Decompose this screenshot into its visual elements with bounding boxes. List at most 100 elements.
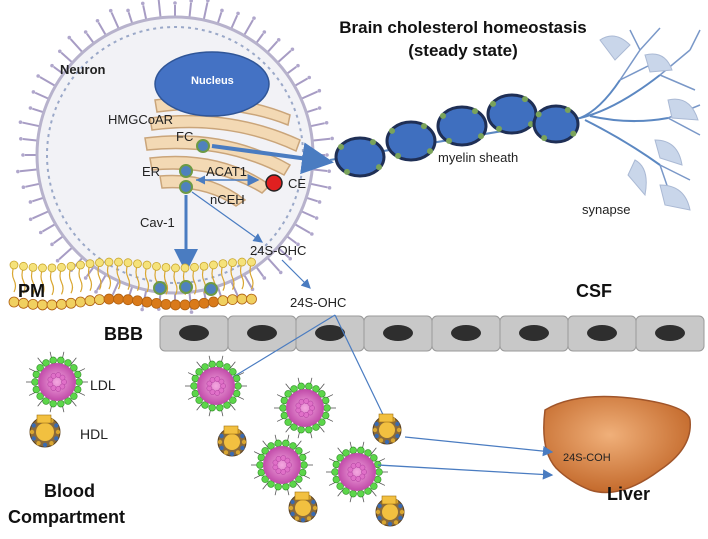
hdl-surface-lipid (393, 520, 399, 525)
ldl-core-ester (206, 385, 213, 392)
myelin-segment (436, 105, 488, 147)
ldl-phospholipid (223, 401, 231, 409)
hdl-surface-lipid (306, 516, 312, 521)
ldl-phospholipid (370, 482, 378, 490)
ldl-phospholipid (216, 403, 224, 412)
ldl-core (338, 453, 376, 491)
ldl-apolipo-chain (370, 447, 377, 456)
ldl-core-ester (350, 475, 357, 481)
ldl-core-ester (284, 466, 291, 473)
ldl-phospholipid (64, 359, 72, 367)
neuron-label: Neuron (60, 62, 106, 77)
ldl-phospholipid (349, 446, 357, 455)
lipid-tail (11, 265, 17, 293)
ldl-apolipo-chain (70, 398, 77, 407)
liver-label: Liver (607, 484, 651, 504)
ldl-phospholipid (295, 475, 303, 483)
lipid-head-top (76, 260, 85, 270)
ldl-core-ester (214, 376, 221, 382)
membrane-spike (286, 235, 297, 244)
membrane-spike (266, 256, 281, 272)
fc-label: FC (176, 129, 194, 144)
ldl-phospholipid (257, 468, 266, 477)
hdl-surface-lipid (399, 509, 405, 515)
membrane-spike (300, 90, 318, 100)
bbb-endothelial-cells (159, 315, 705, 352)
ldl-phospholipid (261, 475, 269, 483)
membrane-spike (243, 19, 254, 36)
blood-to-liver-arrow-2 (377, 464, 554, 480)
ldl-phospholipid (290, 385, 298, 393)
hdl-surface-lipid (374, 433, 379, 439)
lipid-head-top (123, 258, 133, 268)
membrane-spike (230, 14, 239, 30)
lipid-head-top (28, 262, 38, 272)
ldl-phospholipid (280, 411, 289, 420)
ldl-core-ester (307, 409, 314, 416)
ldl-apolipo-chain (37, 398, 44, 407)
ldl-phospholipid (257, 453, 266, 462)
ldl-phospholipid (229, 368, 237, 376)
lipid-head-top (228, 258, 237, 268)
bbb-cell-nucleus (315, 325, 345, 341)
ldl-phospholipid (290, 423, 298, 431)
hdl-apoprotein (378, 413, 394, 423)
ldl-phospholipid (280, 396, 289, 405)
ldl-core-ester (50, 385, 57, 391)
ldl-phospholipid (73, 385, 82, 394)
lipid-head-bottom (113, 293, 124, 305)
myelin-label: myelin sheath (438, 150, 519, 165)
hdl-apoprotein (294, 491, 310, 501)
membrane-spike (39, 76, 56, 87)
myelin-dot (521, 96, 528, 103)
ldl-core-ester (347, 471, 354, 478)
ldl-core-ester (280, 469, 286, 475)
lipid-head-top (237, 257, 247, 267)
myelin-segment (486, 93, 538, 135)
ldl-core-ester (303, 412, 309, 418)
membrane-spike (216, 12, 223, 25)
lipoproteins (26, 351, 405, 527)
ldl-phospholipid (267, 442, 275, 450)
lipid-tail (87, 264, 93, 291)
hdl-surface-lipid (229, 451, 235, 457)
hdl-surface-lipid (55, 429, 61, 435)
spike-tip (330, 136, 334, 141)
spike-tip (140, 307, 144, 312)
myelin-dot (535, 111, 542, 118)
membrane-spike (255, 266, 264, 277)
membrane-spike (286, 66, 297, 75)
hdl-particle (288, 491, 318, 523)
spike-tip (67, 35, 72, 40)
lipid-head-top (85, 259, 95, 269)
ldl-phospholipid (70, 392, 78, 400)
ldl-phospholipid (75, 378, 83, 386)
myelin-segment (334, 136, 386, 178)
membrane-spike (312, 168, 328, 172)
myelin-dot (389, 127, 396, 134)
ldl-phospholipid (70, 364, 78, 372)
ldl-particle (251, 434, 313, 496)
ldl-phospholipid (298, 453, 307, 462)
coh-label: 24S-COH (563, 452, 611, 464)
lipid-tail (239, 262, 245, 290)
lipid-head-top (161, 262, 171, 272)
spike-tip (18, 120, 23, 124)
ldl-core-ester (47, 376, 54, 383)
membrane-spike (243, 274, 253, 289)
ldl-phospholipid (256, 461, 264, 469)
lipid-tail (78, 265, 83, 293)
membrane-spike (294, 77, 309, 87)
ldl-apolipo-chain (229, 402, 236, 411)
membrane-spike (276, 246, 290, 259)
membrane-spike (53, 66, 64, 75)
ldl-phospholipid (370, 454, 378, 462)
membrane-spike (230, 280, 240, 298)
hdl-surface-lipid (372, 427, 378, 433)
blood-label-2: Compartment (8, 507, 126, 527)
myelin-dot (496, 125, 503, 132)
ldl-phospholipid (289, 442, 297, 450)
ldl-apolipo-chain (285, 424, 292, 433)
ldl-core-ester (218, 387, 225, 394)
hdl-surface-lipid (387, 521, 393, 527)
